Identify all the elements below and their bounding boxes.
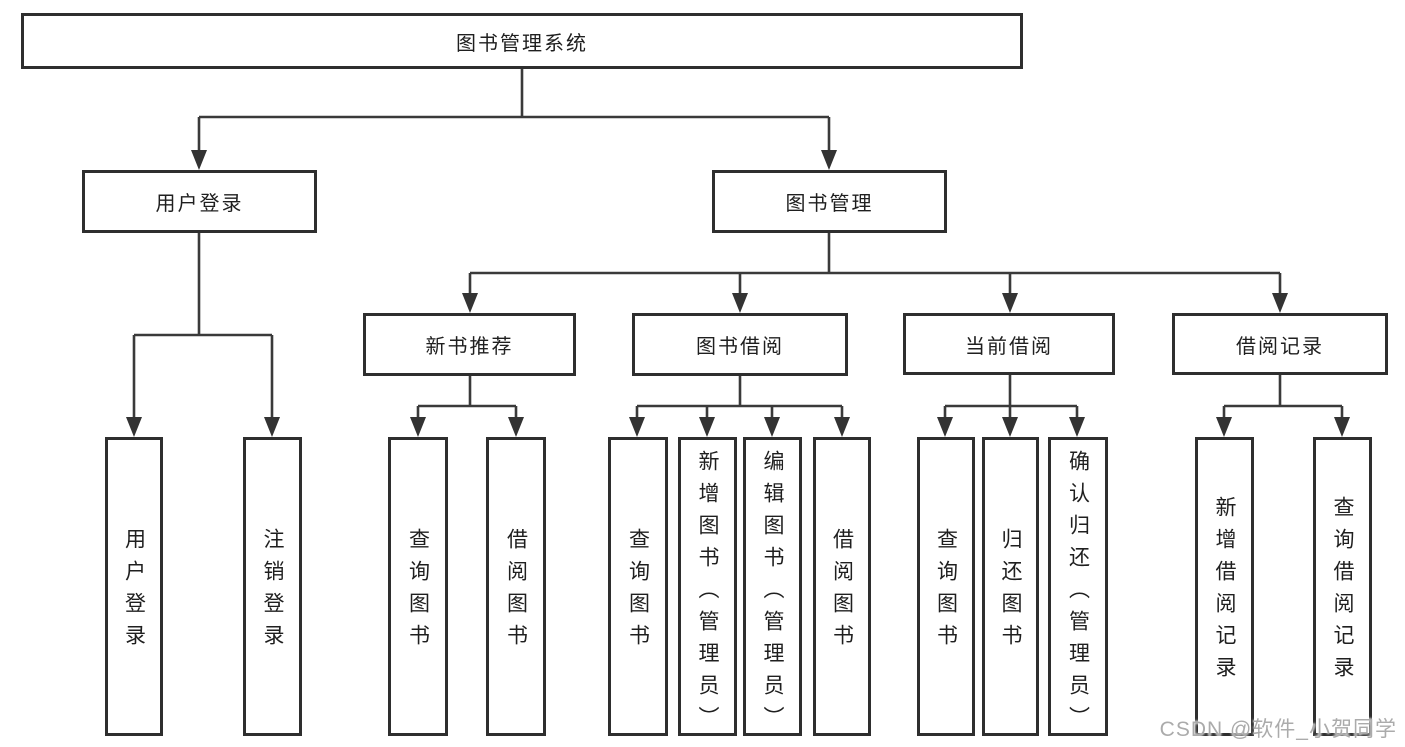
leaf-edit-book-admin: 编辑图书（管理员）	[743, 437, 802, 738]
connector-book-management	[468, 233, 1282, 295]
node-user-login: 用户登录	[82, 170, 317, 233]
arrow-icon	[508, 417, 524, 437]
leaf-borrow-books-recommend: 借阅图书	[486, 437, 546, 736]
node-root: 图书管理系统	[21, 13, 1023, 69]
leaf-user-login: 用户登录	[105, 437, 163, 736]
arrow-icon	[699, 417, 715, 437]
arrow-icon	[629, 417, 645, 437]
leaf-confirm-return-admin: 确认归还（管理员）	[1048, 437, 1108, 738]
arrow-icon	[462, 293, 478, 313]
connector-user-login	[132, 233, 274, 419]
arrow-icon	[764, 417, 780, 437]
leaf-return-book: 归还图书	[982, 437, 1039, 736]
arrow-icon	[1272, 293, 1288, 313]
leaf-add-borrow-record: 新增借阅记录	[1195, 437, 1254, 736]
connector-new-book-recommend	[416, 376, 518, 419]
arrow-icon	[1002, 293, 1018, 313]
connector-book-borrow	[635, 376, 844, 419]
arrow-icon	[834, 417, 850, 437]
leaf-borrow-books-borrow: 借阅图书	[813, 437, 871, 736]
arrow-icon	[732, 293, 748, 313]
connector-current-borrow	[943, 375, 1079, 419]
arrow-icon	[1334, 417, 1350, 437]
arrow-icon	[191, 150, 207, 170]
leaf-query-books-borrow: 查询图书	[608, 437, 668, 736]
connector-root	[197, 69, 831, 152]
arrow-icon	[1216, 417, 1232, 437]
leaf-query-books-current: 查询图书	[917, 437, 975, 736]
leaf-add-book-admin: 新增图书（管理员）	[678, 437, 737, 738]
leaf-query-borrow-record: 查询借阅记录	[1313, 437, 1372, 736]
arrow-icon	[264, 417, 280, 437]
connector-borrow-records	[1222, 375, 1344, 419]
leaf-query-books-recommend: 查询图书	[388, 437, 448, 736]
node-book-management: 图书管理	[712, 170, 947, 233]
node-current-borrow: 当前借阅	[903, 313, 1115, 375]
arrow-icon	[126, 417, 142, 437]
leaf-logout: 注销登录	[243, 437, 302, 736]
arrow-icon	[1002, 417, 1018, 437]
node-new-book-recommend: 新书推荐	[363, 313, 576, 376]
csdn-watermark: CSDN @软件_小贺同学	[1159, 718, 1397, 741]
arrow-icon	[410, 417, 426, 437]
node-book-borrow: 图书借阅	[632, 313, 848, 376]
arrow-icon	[1069, 417, 1085, 437]
node-borrow-records: 借阅记录	[1172, 313, 1388, 375]
arrow-icon	[821, 150, 837, 170]
arrow-icon	[937, 417, 953, 437]
